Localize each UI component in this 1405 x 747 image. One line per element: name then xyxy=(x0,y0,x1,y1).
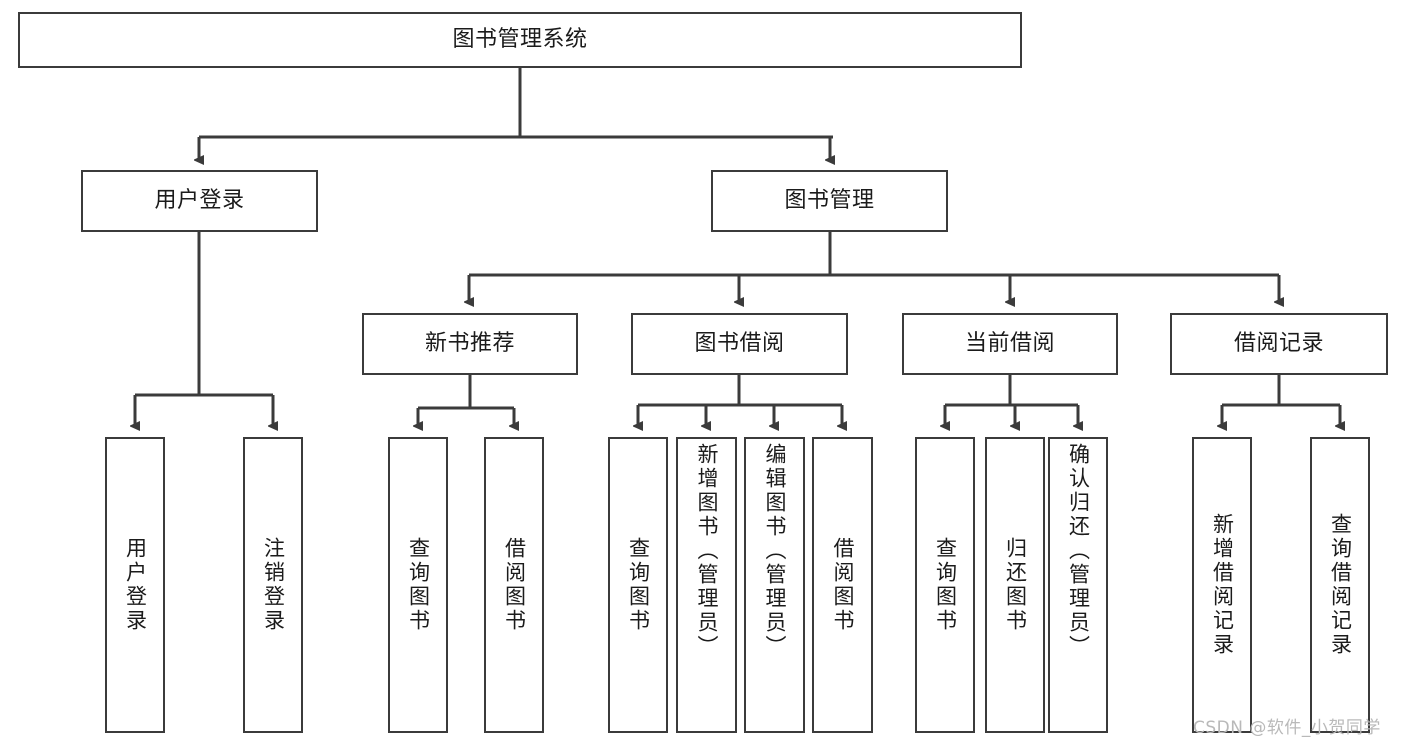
leaf-label: 确认归还（管理员） xyxy=(1066,443,1091,659)
node-borrow-records-label: 借阅记录 xyxy=(1233,330,1324,356)
leaf-add-borrow-record[interactable]: 新增借阅记录 xyxy=(1192,437,1252,733)
node-book-borrow-label: 图书借阅 xyxy=(694,330,785,356)
leaf-label: 新增图书（管理员） xyxy=(694,443,719,659)
leaf-label: 编辑图书（管理员） xyxy=(762,443,787,659)
node-current-borrow-label: 当前借阅 xyxy=(964,330,1055,356)
leaf-label: 查询图书 xyxy=(626,537,651,633)
leaf-label: 查询借阅记录 xyxy=(1328,513,1353,657)
leaf-label: 借阅图书 xyxy=(502,537,527,633)
node-new-book-recommend[interactable]: 新书推荐 xyxy=(362,313,578,375)
leaf-borrow-books-recommend[interactable]: 借阅图书 xyxy=(484,437,544,733)
leaf-add-book-admin[interactable]: 新增图书（管理员） xyxy=(676,437,737,733)
leaf-borrow-books[interactable]: 借阅图书 xyxy=(812,437,873,733)
node-user-login[interactable]: 用户登录 xyxy=(81,170,318,232)
leaf-logout[interactable]: 注销登录 xyxy=(243,437,303,733)
node-root[interactable]: 图书管理系统 xyxy=(18,12,1022,68)
node-root-label: 图书管理系统 xyxy=(452,26,588,52)
node-current-borrow[interactable]: 当前借阅 xyxy=(902,313,1118,375)
leaf-query-books-recommend[interactable]: 查询图书 xyxy=(388,437,448,733)
leaf-query-books-borrow[interactable]: 查询图书 xyxy=(608,437,668,733)
node-book-management-label: 图书管理 xyxy=(784,187,875,213)
leaf-label: 借阅图书 xyxy=(830,537,855,633)
leaf-label: 用户登录 xyxy=(123,537,148,633)
leaf-label: 注销登录 xyxy=(261,537,286,633)
node-borrow-records[interactable]: 借阅记录 xyxy=(1170,313,1388,375)
leaf-label: 新增借阅记录 xyxy=(1210,513,1235,657)
node-user-login-label: 用户登录 xyxy=(154,187,245,213)
leaf-query-borrow-record[interactable]: 查询借阅记录 xyxy=(1310,437,1370,733)
leaf-edit-book-admin[interactable]: 编辑图书（管理员） xyxy=(744,437,805,733)
node-new-book-recommend-label: 新书推荐 xyxy=(424,330,515,356)
leaf-query-books-current[interactable]: 查询图书 xyxy=(915,437,975,733)
node-book-management[interactable]: 图书管理 xyxy=(711,170,948,232)
node-book-borrow[interactable]: 图书借阅 xyxy=(631,313,848,375)
csdn-watermark: CSDN @软件_小贺同学 xyxy=(1193,718,1381,738)
leaf-confirm-return-admin[interactable]: 确认归还（管理员） xyxy=(1048,437,1108,733)
leaf-label: 查询图书 xyxy=(933,537,958,633)
leaf-label: 查询图书 xyxy=(406,537,431,633)
leaf-label: 归还图书 xyxy=(1003,537,1028,633)
leaf-return-books[interactable]: 归还图书 xyxy=(985,437,1045,733)
leaf-user-login[interactable]: 用户登录 xyxy=(105,437,165,733)
